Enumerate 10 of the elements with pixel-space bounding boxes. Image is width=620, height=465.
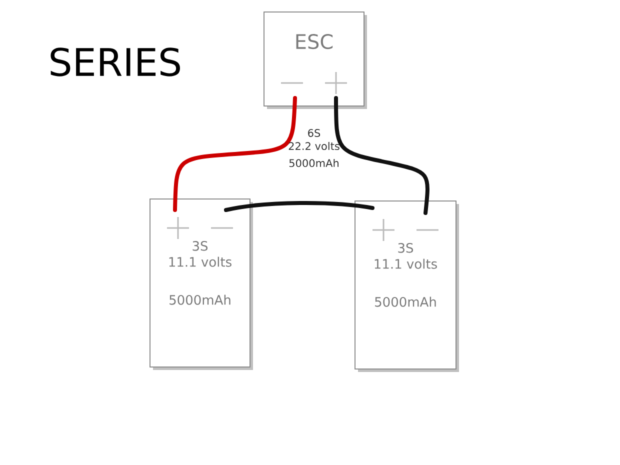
wire [224, 201, 374, 212]
battery-box: 3S 11.1 volts 5000mAh [150, 198, 253, 370]
wire [334, 96, 430, 215]
battery-spec: 6S [308, 129, 320, 137]
title: SERIES [50, 48, 180, 76]
esc-box: ESC [264, 12, 367, 109]
battery-spec: 5000mAh [289, 158, 338, 168]
battery-spec: 22.2 volts [288, 142, 340, 150]
battery-box: 3S 11.1 volts 5000mAh [354, 200, 459, 372]
wire [173, 96, 297, 212]
